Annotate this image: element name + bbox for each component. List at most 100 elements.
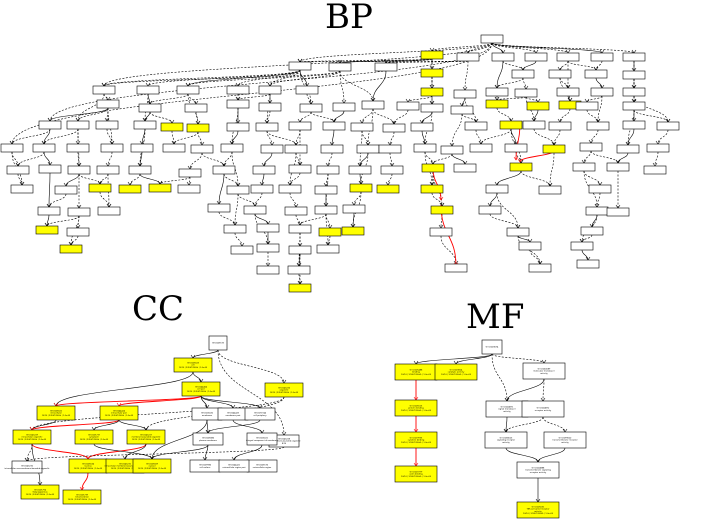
node-box (394, 399, 438, 417)
edge-arrow (169, 119, 175, 124)
bp-node (288, 61, 312, 71)
node-label: GO:0005634 (82, 463, 95, 465)
node-label: intracellular membrane-bounded organelle (105, 465, 147, 468)
node-label: membrane part (226, 414, 241, 417)
node-box (128, 165, 152, 175)
bp-node (59, 244, 83, 254)
bp-edge (43, 128, 51, 145)
cc-edge (151, 419, 208, 460)
bp-node (258, 102, 282, 112)
bp-node (243, 205, 267, 215)
bp-node (96, 165, 120, 175)
node-label: GO:0003824 (450, 369, 463, 371)
node-label: 10/10 | 9/9/67/200/k | 1.0e-05 (42, 415, 71, 417)
bp-edge (48, 193, 67, 208)
edges-layer (9, 42, 671, 503)
node-label: GO:0038023 (500, 437, 513, 439)
node-label: transmembrane signaling (525, 469, 551, 472)
edge-arrow (265, 220, 271, 225)
mf-edge (542, 378, 545, 402)
bp-edge (78, 173, 101, 185)
cc-edge (118, 395, 202, 407)
bp-node (314, 185, 338, 195)
node-box (288, 245, 312, 255)
node-label: activity (561, 441, 569, 444)
bp-edge (48, 172, 51, 208)
node-label: GO:0071944 (254, 413, 267, 415)
node-box (394, 431, 438, 449)
bp-node (92, 85, 116, 95)
bp-node (54, 185, 78, 195)
bp-edge (361, 108, 374, 124)
bp-node (585, 206, 609, 216)
node-box (622, 87, 646, 97)
node-box (67, 207, 91, 217)
edge-arrow (567, 97, 573, 102)
bp-edge (586, 95, 603, 103)
node-box (12, 429, 52, 445)
bp-node (504, 143, 528, 153)
bp-node (226, 185, 250, 195)
node-box (66, 143, 90, 153)
node-box (522, 120, 546, 130)
bp-edge (389, 131, 395, 146)
bp-node (130, 143, 154, 153)
edge-arrow (462, 160, 468, 165)
bp-node (548, 69, 572, 79)
node-box (67, 165, 91, 175)
bp-node (288, 164, 312, 174)
bp-edge (491, 42, 635, 54)
cc-edge (87, 443, 147, 460)
bp-node (606, 162, 630, 172)
node-label: 10/10 | 9/9/67/200/k | 1.0e-05 (18, 439, 47, 441)
edge-arrow (597, 181, 603, 186)
bp-edge (223, 173, 239, 187)
bp-node (440, 145, 464, 155)
bp-node (148, 183, 172, 193)
bp-node (328, 62, 352, 72)
bp-node (576, 259, 600, 269)
bp-edge (254, 213, 269, 225)
edge-arrow (494, 181, 500, 186)
bp-edge (266, 130, 297, 146)
node-label: GO:0003779 (410, 471, 423, 473)
node-label: GO:0044464 (195, 386, 208, 388)
bp-node (314, 205, 338, 215)
bp-node (278, 184, 302, 194)
bp-edge (106, 128, 113, 145)
node-label: GO:0043232 (21, 466, 34, 468)
bp-edge (188, 176, 191, 186)
node-box (380, 165, 404, 175)
node-box (226, 85, 250, 95)
edge-arrow (281, 431, 287, 436)
cc-edge (192, 349, 219, 359)
bp-node (252, 165, 276, 175)
bp-node (256, 265, 280, 275)
node-box (226, 99, 250, 109)
node-label: molecular transducer (533, 370, 555, 373)
node-box (258, 85, 282, 95)
node-box (223, 224, 247, 234)
bp-edge (325, 173, 329, 207)
bp-node (524, 52, 548, 62)
node-label: GO:0044425 (227, 413, 240, 415)
bp-node (575, 101, 599, 111)
node-box (588, 184, 612, 194)
bp-node (349, 183, 373, 193)
edge-arrow (599, 49, 605, 54)
cc-section-title: CC (132, 289, 185, 329)
node-box (485, 99, 509, 109)
node-box (284, 144, 308, 154)
bp-edge (464, 97, 477, 123)
edge-arrow (517, 158, 523, 163)
node-box (74, 429, 114, 445)
edge-arrow (478, 140, 484, 145)
bp-edge (596, 192, 601, 208)
node-box (295, 85, 319, 95)
